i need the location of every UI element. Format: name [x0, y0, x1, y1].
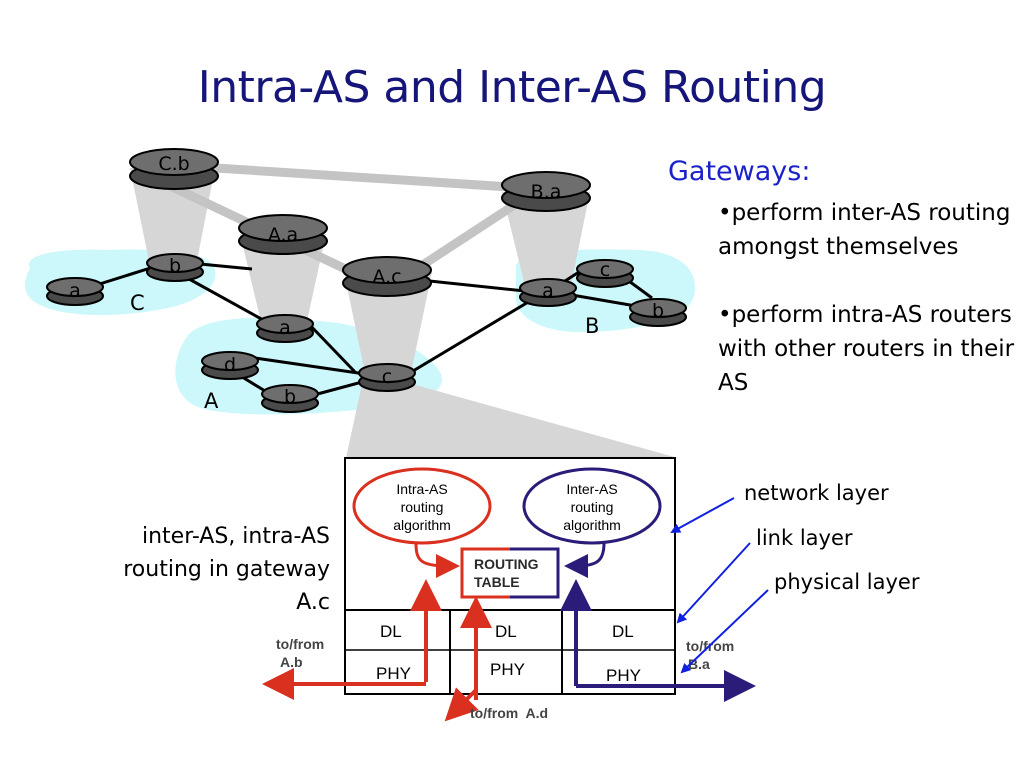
cone-ac	[344, 272, 432, 378]
page-title: Intra-AS and Inter-AS Routing	[197, 62, 827, 113]
routers: C.b A.a A.c B.a a	[46, 148, 687, 413]
to-from-ab-1: to/from	[276, 636, 324, 652]
pointer-physical	[680, 589, 769, 674]
pointer-link	[676, 542, 751, 624]
router-ac: A.c	[342, 256, 432, 297]
cone-aa	[240, 234, 326, 326]
link-layer-label: link layer	[756, 526, 853, 550]
svg-text:b: b	[652, 300, 664, 322]
routing-table-line2: TABLE	[474, 574, 520, 590]
area-label-b: B	[585, 314, 599, 338]
inter-as-line3: algorithm	[563, 517, 621, 533]
gateways-heading: Gateways:	[668, 156, 811, 187]
inter-as-line1: Inter-AS	[566, 481, 617, 497]
routing-table-line1: ROUTING	[474, 556, 539, 572]
dl-3: DL	[612, 622, 634, 641]
link-ac-ba-phys	[407, 296, 536, 376]
link-ba-bb	[565, 292, 637, 308]
cone-ba	[502, 192, 590, 290]
link-ad-ac	[254, 356, 366, 376]
physical-layer-label: physical layer	[774, 570, 920, 594]
svg-text:d: d	[224, 354, 236, 376]
intra-as-line3: algorithm	[393, 517, 451, 533]
svg-text:c: c	[382, 366, 392, 388]
phy-3: PHY	[606, 666, 641, 685]
svg-text:b: b	[169, 255, 181, 277]
router-a-c: c	[358, 363, 416, 392]
router-cb: C.b	[129, 148, 219, 190]
pointer-network	[670, 497, 735, 533]
router-a-d: d	[201, 351, 259, 380]
dl-2: DL	[495, 622, 517, 641]
router-b-c: c	[576, 259, 634, 288]
svg-text:a: a	[69, 280, 81, 302]
phy-1: PHY	[376, 664, 411, 683]
svg-text:a: a	[542, 280, 554, 302]
intra-as-ellipse	[352, 467, 492, 545]
svg-text:A.a: A.a	[268, 224, 298, 246]
svg-text:a: a	[279, 317, 291, 339]
gateway-bullet-2: •perform intra-AS routers with other rou…	[718, 302, 1015, 396]
link-ac-ba	[419, 278, 526, 293]
gateway-cones	[130, 168, 678, 458]
layer-pointers	[670, 497, 769, 674]
dl-1: DL	[380, 622, 402, 641]
svg-text:C.b: C.b	[158, 153, 189, 175]
inter-as-line2: routing	[571, 499, 614, 515]
link-aa-ac	[303, 318, 358, 375]
router-c-b: b	[146, 253, 204, 282]
phy-2: PHY	[490, 660, 525, 679]
router-c-a: a	[46, 277, 104, 306]
link-cb-ac-phys	[199, 262, 253, 271]
intra-as-line1: Intra-AS	[396, 481, 447, 497]
router-ba: B.a	[501, 171, 591, 212]
gateway-side-label: inter-AS, intra-AS routing in gateway A.…	[123, 524, 330, 615]
cone-zoom	[346, 384, 678, 458]
router-b-b: b	[629, 298, 687, 327]
inter-as-ellipse	[522, 467, 662, 545]
svg-text:B.a: B.a	[531, 181, 562, 203]
gateway-box: Intra-AS routing algorithm Inter-AS rout…	[262, 457, 756, 722]
svg-text:b: b	[284, 386, 296, 408]
link-cb-aa	[179, 272, 266, 323]
router-a-b: b	[261, 384, 319, 413]
gateway-bullet-1: •perform inter-AS routing amongst themse…	[718, 200, 1011, 260]
router-a-a: a	[256, 314, 314, 343]
link-ba-ac	[409, 192, 531, 276]
svg-text:c: c	[600, 259, 610, 281]
network-layer-label: network layer	[744, 481, 889, 505]
area-label-a: A	[204, 389, 219, 413]
to-from-ad: to/from A.d	[470, 705, 548, 721]
link-cb-ba	[199, 162, 511, 192]
svg-text:A.c: A.c	[372, 266, 401, 288]
router-b-a: a	[519, 278, 577, 307]
area-label-c: C	[130, 291, 145, 315]
router-aa: A.a	[238, 214, 328, 255]
to-from-ab-2: A.b	[280, 654, 303, 670]
intra-as-line2: routing	[401, 499, 444, 515]
inter-as-links	[160, 162, 531, 279]
